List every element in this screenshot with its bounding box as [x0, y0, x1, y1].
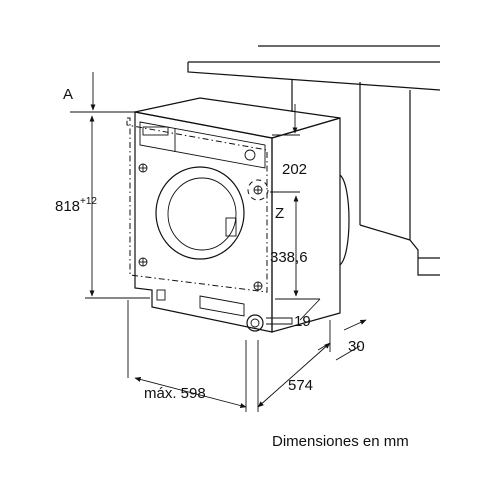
dimension-lines [70, 72, 367, 412]
label-z-height: 338,6 [270, 249, 308, 266]
washing-machine [134, 97, 350, 333]
cabinet-outline [187, 45, 441, 276]
label-height-tolerance: +12 [80, 196, 97, 207]
label-depth: 574 [288, 377, 313, 394]
label-top-offset: 202 [282, 161, 307, 178]
decor-door-outline [126, 117, 268, 293]
label-width: máx. 598 [144, 385, 206, 402]
label-foot: 19 [294, 313, 311, 330]
label-height: 818+12 [55, 196, 97, 215]
label-depth-offset: 30 [348, 338, 365, 355]
label-a: A [63, 86, 73, 103]
label-z: Z [275, 205, 284, 222]
label-height-value: 818 [55, 198, 80, 215]
caption: Dimensiones en mm [272, 433, 409, 450]
